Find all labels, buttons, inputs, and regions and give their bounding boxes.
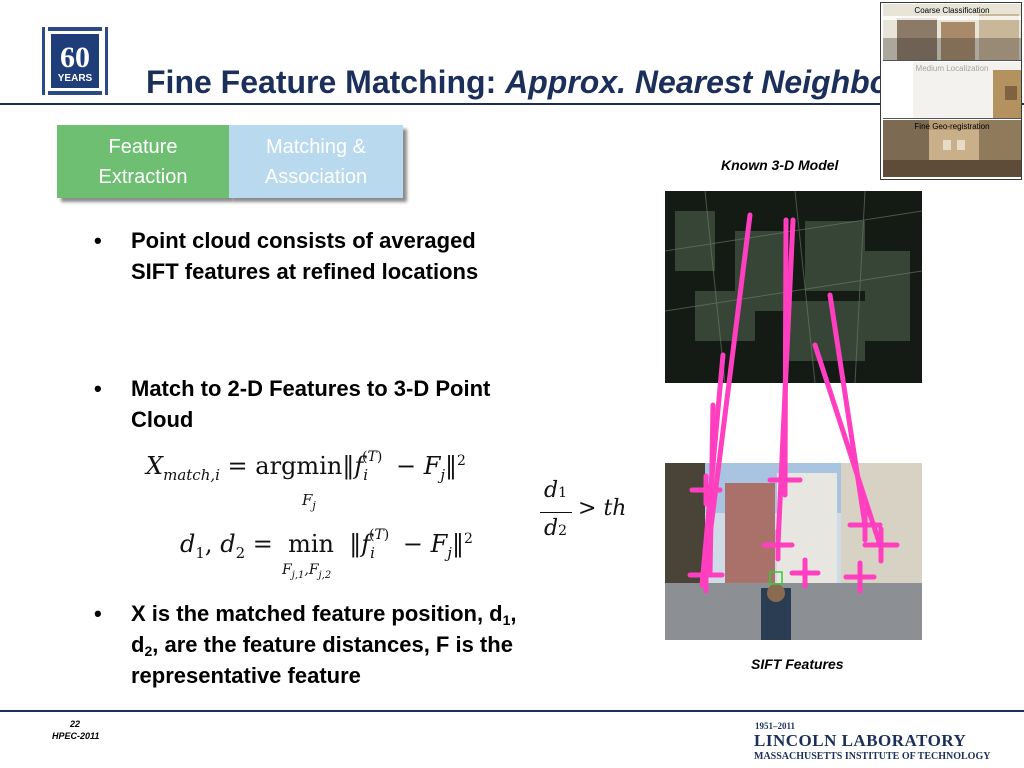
bullet-3-line-2-a: d bbox=[131, 632, 145, 657]
thumb-medium-localization: Medium Localization bbox=[883, 62, 1021, 119]
thumb-caption-fine: Fine Geo-registration bbox=[914, 122, 990, 131]
thumb-caption-coarse: Coarse Classification bbox=[914, 6, 990, 15]
match-lines-overlay bbox=[687, 212, 900, 594]
bullet-3-line-3: representative feature bbox=[131, 663, 361, 688]
stage-thumbnails: Coarse Classification Medium Localizatio… bbox=[880, 2, 1022, 180]
thumb-fine-georegistration: Fine Geo-registration bbox=[883, 120, 1021, 177]
match-line bbox=[812, 342, 883, 548]
title-main: Fine Feature Matching: bbox=[146, 64, 506, 100]
equation-d1-d2: d1, d2 = min ‖fi(T) − Fj‖2 bbox=[180, 527, 473, 562]
logo-number: 60 bbox=[60, 41, 90, 74]
feature-extraction-line2: Extraction bbox=[98, 165, 188, 188]
bullet-3-line-1-a: X is the matched feature position, d bbox=[131, 601, 503, 626]
thumb-coarse-classification: Coarse Classification bbox=[883, 4, 1021, 61]
match-line bbox=[782, 217, 789, 483]
lab-name: LINCOLN LABORATORY bbox=[754, 731, 967, 750]
ratio-test-equation: d1 d2 > th bbox=[538, 478, 638, 548]
point-cloud-image bbox=[665, 191, 922, 383]
bullet-3-line-1-b: , bbox=[510, 601, 517, 626]
bullet-1-line-1: Point cloud consists of averaged bbox=[131, 228, 476, 253]
lab-years: 1951–2011 bbox=[755, 721, 796, 731]
sift-caption: SIFT Features bbox=[751, 656, 844, 672]
bullet-2-line-2: Cloud bbox=[131, 407, 194, 432]
bullet-symbol: • bbox=[94, 228, 102, 253]
matching-association-line2: Association bbox=[264, 165, 368, 188]
bullet-1-line-2: SIFT features at refined locations bbox=[131, 259, 479, 284]
bullet-2-line-1: Match to 2-D Features to 3-D Point bbox=[131, 376, 491, 401]
logo-label: YEARS bbox=[58, 73, 93, 84]
bullet-3-line-1-sub: 1 bbox=[502, 612, 511, 628]
slide-title: Fine Feature Matching: Approx. Nearest N… bbox=[146, 64, 902, 101]
matching-association-line1: Matching & bbox=[265, 135, 367, 158]
tracked-feature-box bbox=[769, 571, 783, 585]
bullet-symbol: • bbox=[94, 601, 102, 626]
header-rule bbox=[0, 103, 1024, 105]
equation-x-match: Xmatch,i = argmin‖fi(T) − Fj‖2 bbox=[146, 449, 466, 484]
model-caption: Known 3-D Model bbox=[721, 157, 839, 173]
equation-x-match-subscript: Fj bbox=[302, 491, 316, 512]
equation-d1-d2-subscript: Fj,1,Fj,2 bbox=[282, 562, 332, 581]
page-number: 22 bbox=[70, 719, 81, 729]
bullet-3-line-2-sub: 2 bbox=[144, 643, 153, 659]
title-italic: Approx. Nearest Neighbor bbox=[505, 64, 902, 100]
thumb-caption-medium: Medium Localization bbox=[915, 64, 989, 73]
feature-extraction-line1: Feature bbox=[108, 135, 178, 158]
lab-institute: MASSACHUSETTS INSTITUTE OF TECHNOLOGY bbox=[754, 751, 991, 762]
conference-label: HPEC-2011 bbox=[52, 731, 100, 741]
matching-association-box: Matching & Association bbox=[229, 125, 403, 198]
bullet-symbol: • bbox=[94, 376, 102, 401]
feature-extraction-box: Feature Extraction bbox=[57, 125, 229, 198]
bullet-3-line-2-b: , are the feature distances, F is the bbox=[152, 632, 513, 657]
footer-rule bbox=[0, 710, 1024, 712]
60-years-logo: 60 YEARS bbox=[42, 27, 108, 95]
